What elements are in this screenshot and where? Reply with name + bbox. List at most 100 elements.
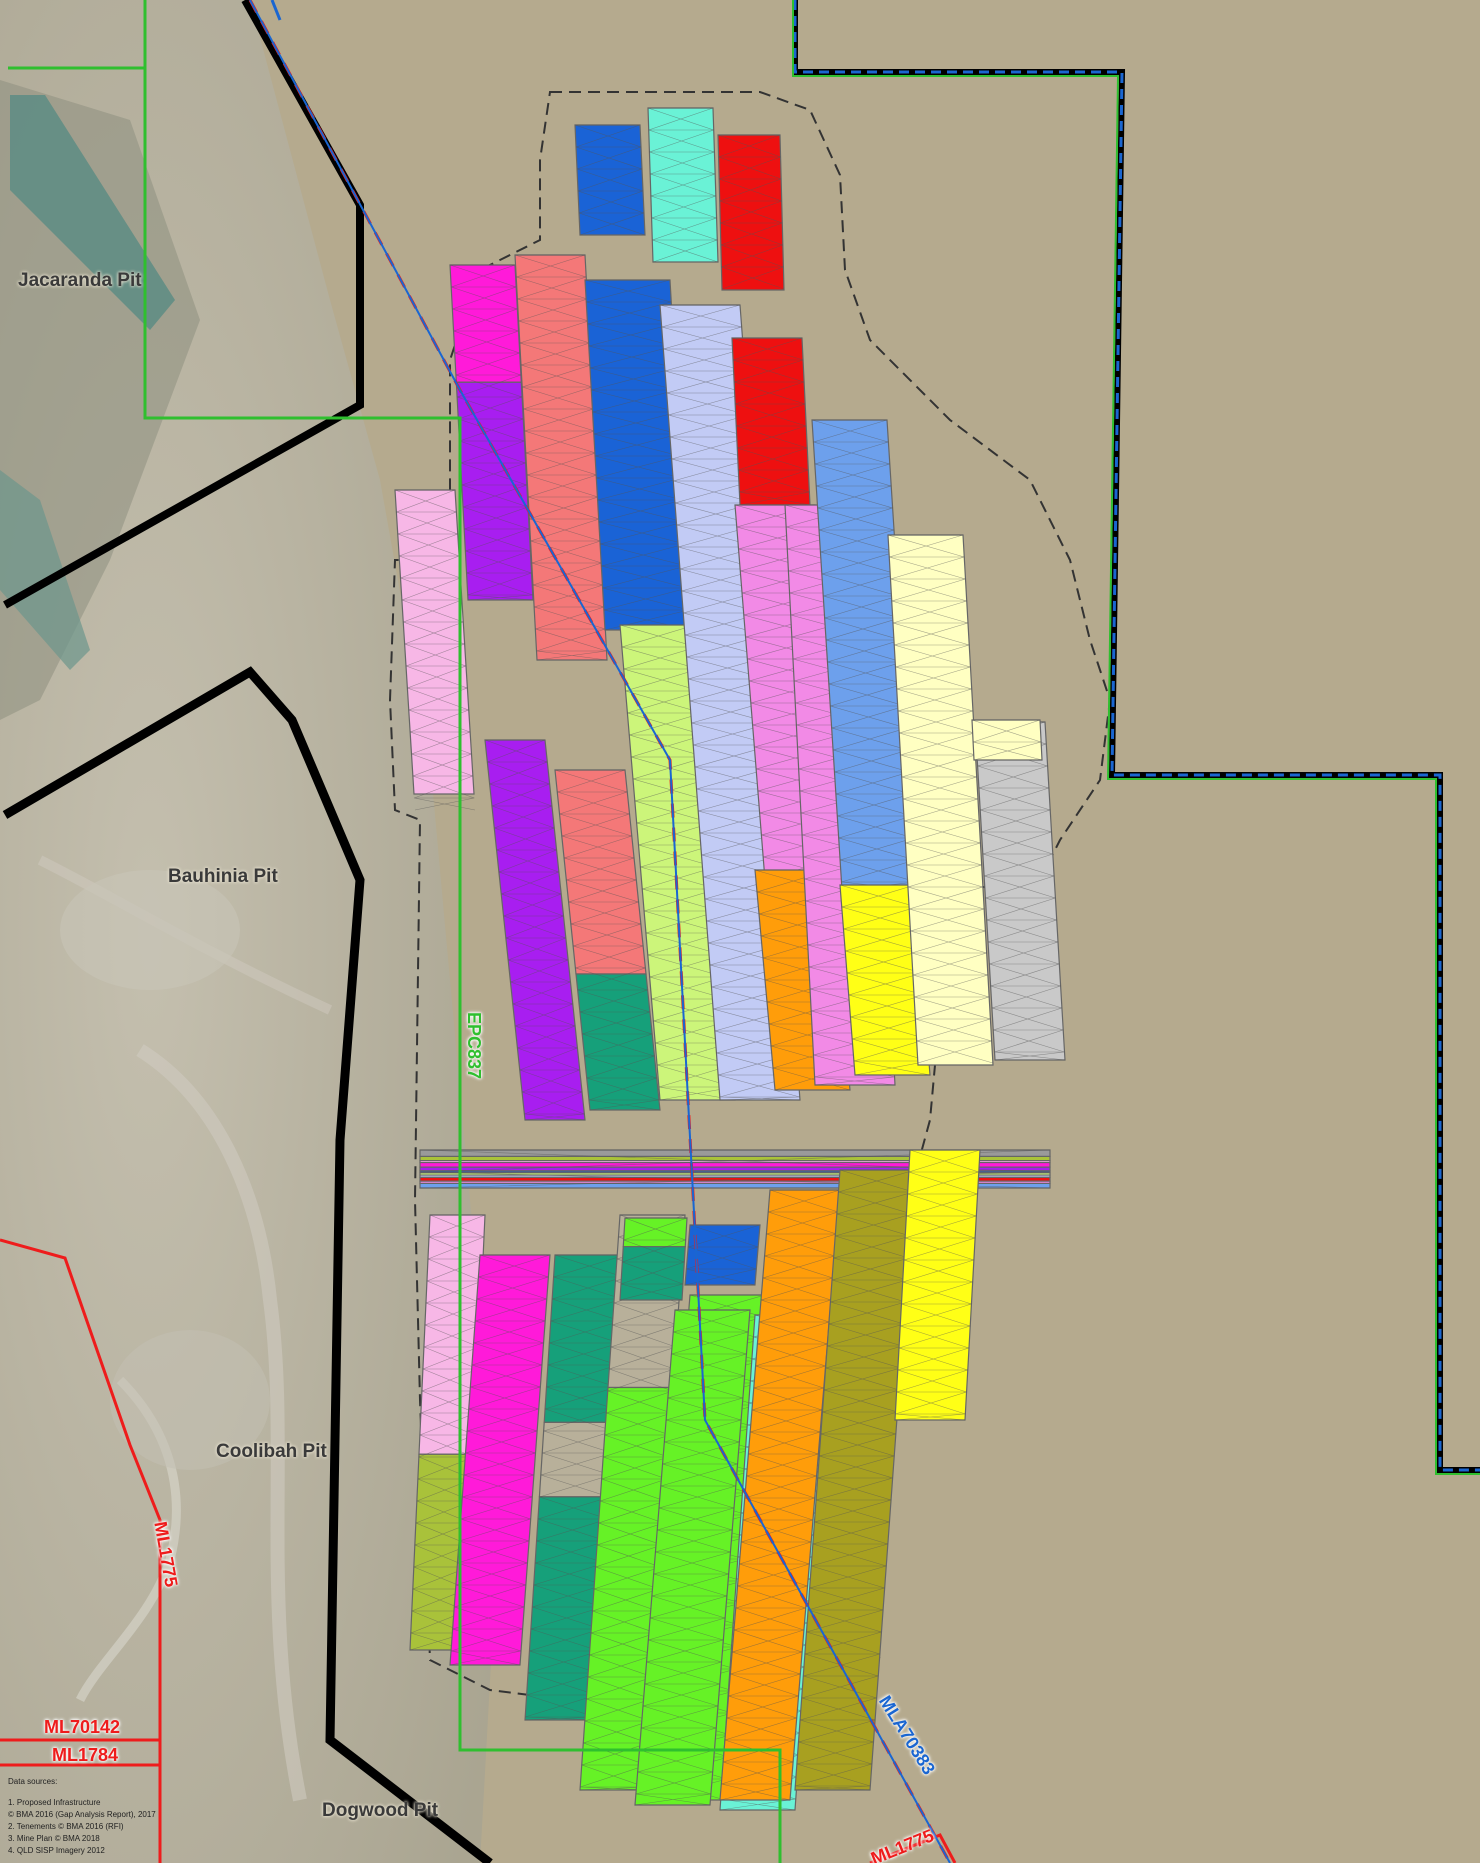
dump-mesh (839, 884, 931, 1076)
dump-mesh-line (524, 1716, 596, 1721)
dump-mesh-line (399, 555, 461, 579)
dump-mesh (887, 534, 993, 1064)
dump-mesh-line (622, 1239, 686, 1263)
dump-mesh-line (735, 403, 807, 427)
dump-mesh-line (646, 1639, 724, 1663)
dump-mesh-line (465, 1430, 538, 1454)
dump-mesh-line (916, 1040, 993, 1064)
dump-mesh-line (994, 1051, 1066, 1061)
dump-mesh-line (426, 1258, 484, 1282)
dump-mesh-line (900, 754, 977, 778)
dump-mesh-line (452, 308, 519, 332)
dump-mesh-line (910, 930, 987, 954)
dump-mesh-line (982, 853, 1055, 877)
dump-mesh (794, 1169, 916, 1791)
dump-mesh-line (815, 1477, 893, 1501)
dump-mesh-line (543, 1408, 616, 1432)
dump-mesh-line (737, 447, 809, 471)
dump-mesh-line (404, 643, 467, 667)
dump-mesh-line (623, 668, 701, 692)
dump-mesh-line (653, 1551, 731, 1575)
dump-mesh-line (688, 1224, 761, 1248)
dump-mesh (634, 1309, 751, 1806)
dump-mesh-line (903, 1237, 976, 1261)
dump-mesh-line (549, 1320, 621, 1344)
ml-boundary-red-south (869, 1833, 957, 1863)
dump-mesh-line (990, 985, 1063, 1009)
dump-mesh-line (659, 304, 742, 328)
dump-mesh-line (719, 200, 783, 224)
dump-mesh-line (896, 1369, 968, 1393)
dump-mesh-line (596, 477, 683, 501)
dump-mesh-line (833, 1235, 911, 1259)
dump-mesh-line (588, 1099, 661, 1111)
dump-mesh-line (736, 425, 808, 449)
dump-mesh-line (455, 374, 523, 398)
dump-mesh-line (655, 1529, 733, 1553)
dump-mesh-line (651, 217, 718, 241)
dump-mesh (717, 134, 785, 290)
dump-mesh-line (518, 320, 590, 344)
dump-mesh-line (894, 1413, 966, 1421)
dump-mesh-line (405, 665, 468, 689)
dump-mesh-line (459, 440, 526, 464)
dump-mesh-line (748, 1431, 821, 1455)
dump-mesh-line (889, 556, 966, 580)
dump-mesh-line (450, 1628, 523, 1652)
dump-mesh-line (906, 1193, 978, 1217)
dump-mesh-line (905, 842, 982, 866)
dump-mesh-line (478, 1254, 551, 1278)
dump-mesh-line (468, 1386, 541, 1410)
dump-mesh-line (726, 1695, 799, 1719)
dump-mesh-line (557, 791, 630, 815)
dump-mesh-line (625, 690, 703, 714)
dump-mesh-line (835, 793, 913, 817)
dump-mesh-line (909, 908, 986, 932)
dump-mesh-line (505, 937, 569, 961)
dump-mesh-line (501, 893, 564, 917)
dump-mesh-line (768, 1189, 841, 1213)
dump-mesh-line (414, 797, 476, 811)
dump-mesh-line (973, 741, 1043, 761)
dump-mesh-line (536, 1518, 609, 1542)
dump-mesh-line (591, 389, 678, 413)
dump-mesh-line (839, 884, 917, 908)
dump-mesh-line (760, 1277, 833, 1301)
dump-mesh-line (650, 173, 716, 197)
data-source-item: 4. QLD SISP Imagery 2012 (8, 1846, 105, 1855)
dump-mesh-line (900, 1303, 972, 1327)
dump-mesh-line (601, 1456, 669, 1480)
dump-mesh-line (510, 981, 573, 1005)
dump-mesh-line (753, 1365, 826, 1389)
dump-mesh-line (897, 710, 975, 734)
dump-mesh-line (834, 771, 911, 795)
dump-mesh-line (526, 474, 599, 498)
dump-mesh-line (467, 594, 534, 601)
dump-mesh-line (664, 1419, 742, 1443)
dump-mesh-line (821, 573, 899, 597)
dump-mesh-line (554, 769, 628, 793)
dump-mesh-line (536, 650, 608, 661)
dump-mesh-line (454, 352, 522, 376)
dump-mesh-line (897, 1347, 970, 1371)
dump-mesh-line (837, 815, 914, 839)
dump-mesh-line (981, 831, 1053, 855)
dump-mesh-line (412, 775, 475, 799)
dump-strip-segment (971, 719, 1043, 761)
dump-mesh-line (845, 950, 923, 974)
dump-mesh-line (547, 1342, 620, 1366)
jacaranda-pit-label: Jacaranda Pit (18, 270, 142, 291)
dump-mesh-line (825, 639, 903, 663)
dump-mesh-line (579, 1011, 653, 1035)
water-body-lower (0, 470, 90, 670)
dump-mesh-line (529, 1628, 601, 1652)
dump-mesh-line (546, 1364, 618, 1388)
dump-mesh-line (473, 1320, 546, 1344)
dump-mesh-line (586, 1676, 653, 1700)
dump-mesh-line (427, 1236, 485, 1260)
dump-mesh-line (989, 963, 1061, 987)
dump-mesh-line (575, 967, 648, 991)
dump-mesh-line (823, 1367, 901, 1391)
